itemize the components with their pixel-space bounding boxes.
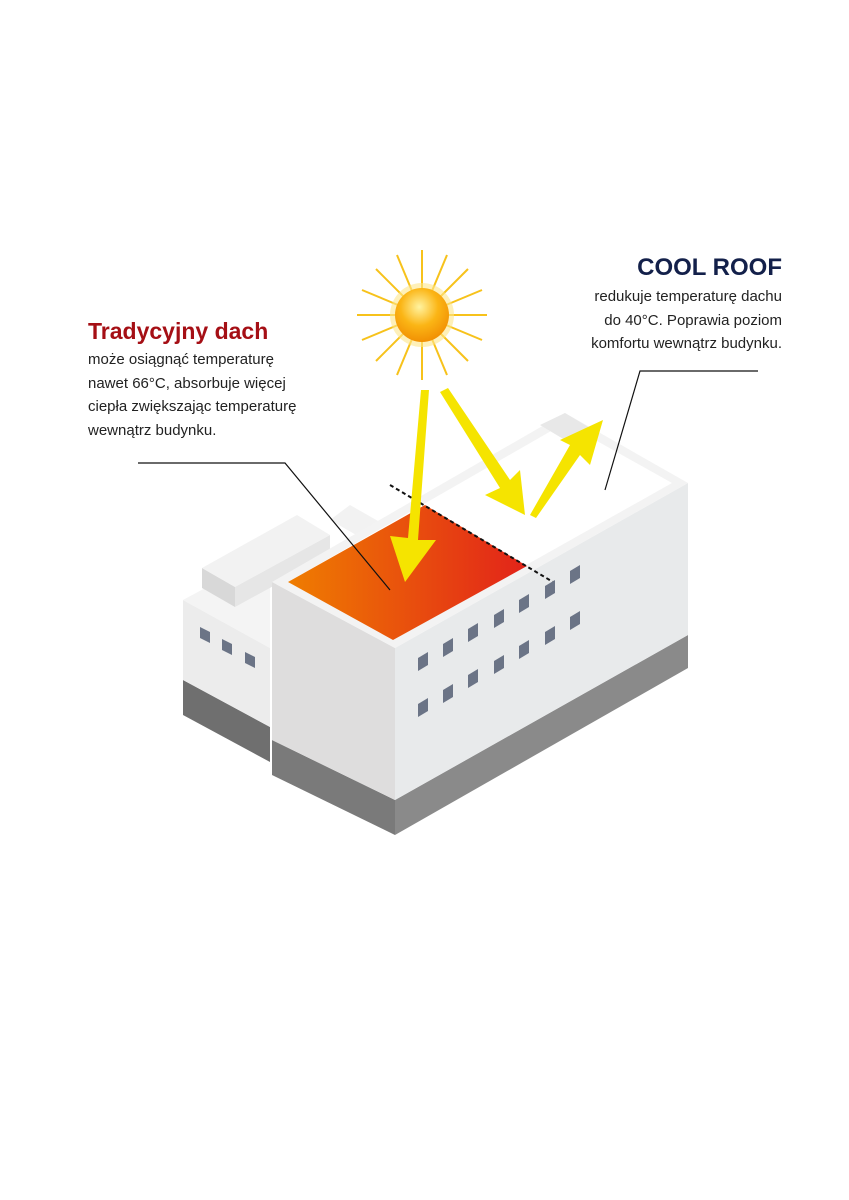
description-line: do 40°C. Poprawia poziom <box>604 311 782 329</box>
callout-line-traditional <box>138 462 391 591</box>
cool-roof-description: redukuje temperaturę dachu do 40°C. Popr… <box>522 285 782 356</box>
sun-rays-arrows <box>390 388 603 582</box>
traditional-roof-description: może osiągnąć temperaturę nawet 66°C, ab… <box>88 348 348 442</box>
cool-roof-title: COOL ROOF <box>637 254 782 281</box>
traditional-roof-title: Tradycyjny dach <box>88 318 269 344</box>
left-wing <box>183 505 385 762</box>
description-line: może osiągnąć temperaturę <box>88 351 274 368</box>
description-line: redukuje temperaturę dachu <box>594 288 782 305</box>
arrow-reflected-icon <box>530 420 603 518</box>
arrow-absorbed-icon <box>390 390 436 582</box>
main-windows <box>418 565 580 717</box>
description-line: wewnątrz budynku. <box>88 421 217 439</box>
arrow-incoming-icon <box>440 388 525 515</box>
sun-icon <box>357 250 487 380</box>
wing-windows <box>200 627 255 668</box>
main-building <box>272 413 688 835</box>
description-line: komfortu wewnątrz budynku. <box>591 335 782 352</box>
description-line: nawet 66°C, absorbuje więcej <box>88 374 286 392</box>
description-line: ciepła zwiększając temperaturę <box>88 398 297 415</box>
callout-line-cool <box>604 370 758 491</box>
